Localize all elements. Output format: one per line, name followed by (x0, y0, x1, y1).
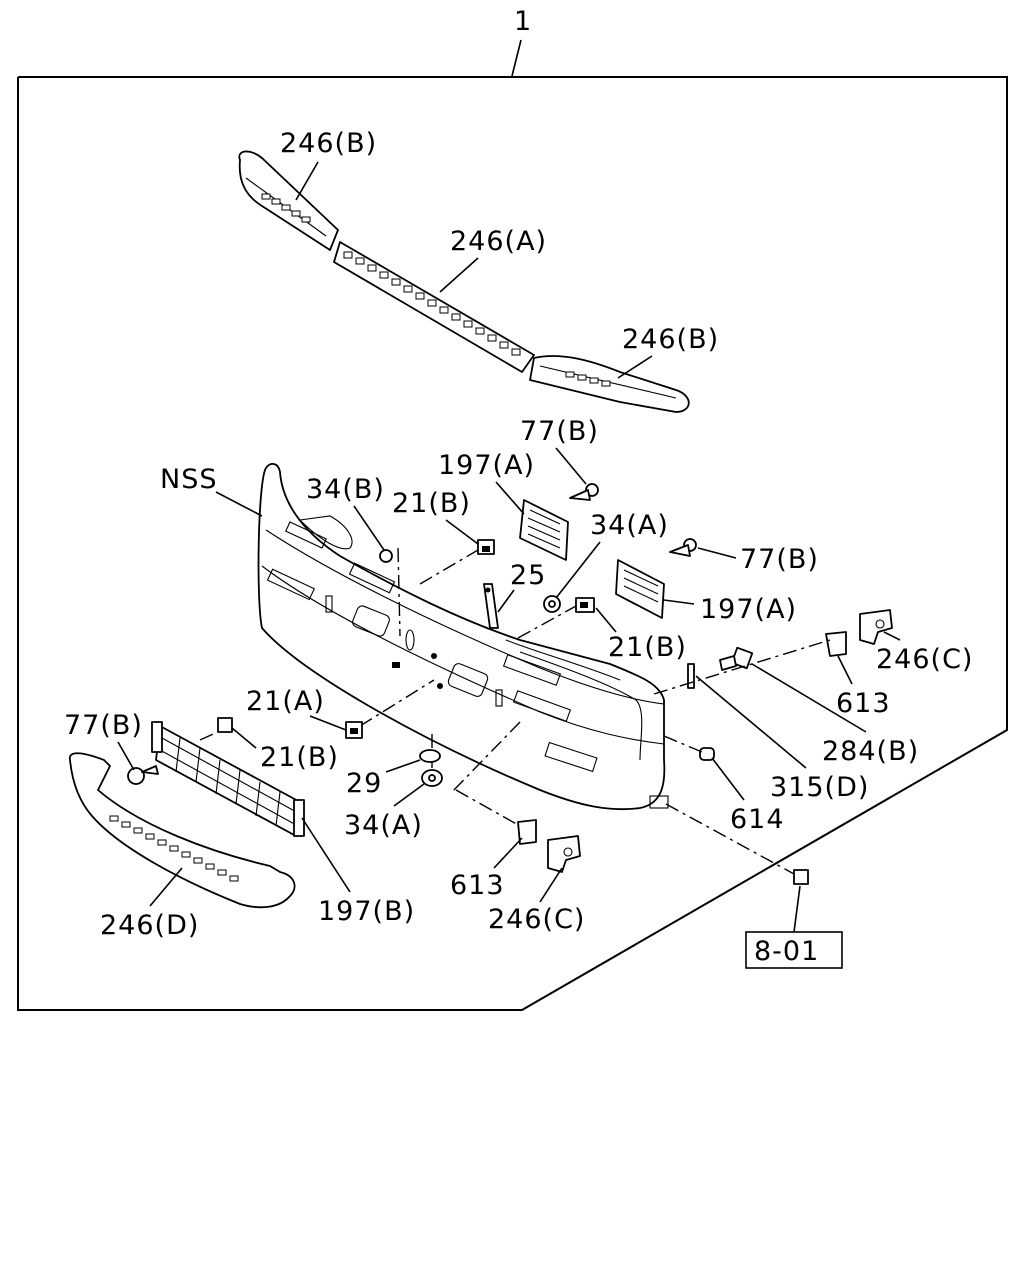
clip-21b-left (217, 717, 233, 733)
lamp-614 (699, 747, 715, 761)
trim-246d (68, 752, 296, 909)
clip-21b-upper (477, 539, 495, 555)
label-246c-right: 246(C) (876, 644, 973, 675)
reference-box-label[interactable]: 8-01 (754, 936, 819, 967)
label-284b: 284(B) (822, 736, 919, 767)
assembly-frame (17, 76, 1008, 1011)
grille-197a-upper (519, 499, 569, 561)
label-29: 29 (346, 768, 382, 799)
clip-77b-upper (569, 483, 599, 501)
reference-box (745, 931, 843, 969)
grille-197b (151, 721, 305, 837)
label-21a: 21(A) (246, 686, 325, 717)
label-34a-lower: 34(A) (344, 810, 423, 841)
label-613-right: 613 (836, 688, 891, 719)
nut-34a-lower (421, 769, 443, 787)
label-25: 25 (510, 560, 546, 591)
label-197a-upper: 197(A) (438, 450, 535, 481)
label-315d: 315(D) (770, 772, 869, 803)
clip-613-lower (517, 819, 537, 845)
label-nss: NSS (160, 464, 217, 495)
label-77b-right: 77(B) (740, 544, 819, 575)
clip-21a (345, 721, 363, 739)
washer-29 (419, 749, 441, 763)
clip-77b-left (127, 765, 159, 785)
nut-34b (379, 549, 393, 563)
upper-trim-center (333, 241, 535, 373)
label-34b: 34(B) (306, 474, 385, 505)
connector-8-01 (793, 869, 809, 885)
label-246a: 246(A) (450, 226, 547, 257)
bracket-315d (687, 663, 695, 689)
label-34a-upper: 34(A) (590, 510, 669, 541)
label-197b: 197(B) (318, 896, 415, 927)
bracket-246c-lower (547, 835, 581, 873)
label-246b-upper-right: 246(B) (622, 324, 719, 355)
label-77b-upper: 77(B) (520, 416, 599, 447)
label-246d: 246(D) (100, 910, 199, 941)
clip-21b-right (575, 597, 595, 613)
grille-197a-right (615, 559, 665, 619)
label-21b-left: 21(B) (260, 742, 339, 773)
nut-34a-upper (543, 595, 561, 613)
bolt-284b (719, 646, 754, 671)
upper-trim-right (529, 355, 690, 413)
label-21b-upper: 21(B) (392, 488, 471, 519)
bracket-246c-right (859, 609, 893, 645)
upper-trim-left (238, 150, 339, 251)
label-77b-left: 77(B) (64, 710, 143, 741)
label-21b-right: 21(B) (608, 632, 687, 663)
bracket-25 (483, 583, 499, 629)
bumper-body (257, 463, 669, 811)
label-197a-right: 197(A) (700, 594, 797, 625)
label-613-lower: 613 (450, 870, 505, 901)
label-614: 614 (730, 804, 785, 835)
clip-613-right (825, 631, 847, 657)
label-246c-lower: 246(C) (488, 904, 585, 935)
assembly-number: 1 (514, 6, 532, 37)
clip-77b-right (669, 538, 697, 557)
label-246b-upper-left: 246(B) (280, 128, 377, 159)
